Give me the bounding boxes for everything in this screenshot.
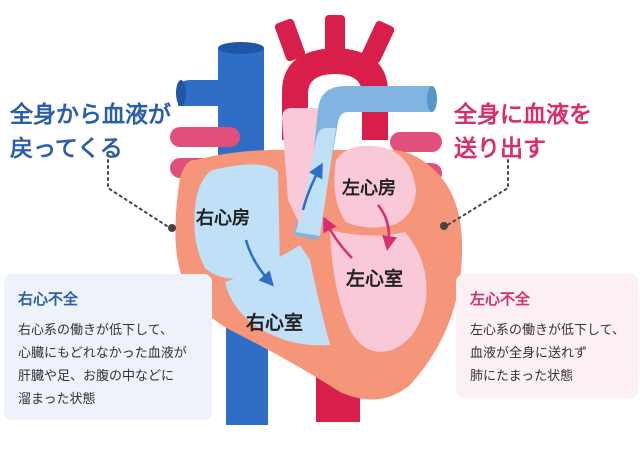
leader-left bbox=[107, 159, 176, 232]
arrow-la-to-lv bbox=[377, 204, 397, 251]
right-heart-failure-title: 右心不全 bbox=[18, 290, 79, 308]
callout-left-line1: 全身から血液が bbox=[10, 102, 171, 128]
right-failure-line: 右心系の働きが低下して、 bbox=[18, 323, 173, 338]
left-heart-failure-title: 左心不全 bbox=[470, 290, 531, 308]
right-atrium-label: 右心房 bbox=[196, 208, 250, 229]
arrow-ra-to-rv bbox=[244, 239, 275, 287]
leader-right bbox=[440, 159, 509, 230]
left-failure-line: 左心系の働きが低下して、 bbox=[470, 323, 625, 338]
callout-return-blood: 全身から血液が 戻ってくる bbox=[10, 98, 171, 166]
callout-right-line1: 全身に血液を bbox=[454, 102, 592, 128]
left-atrium-chamber bbox=[334, 145, 416, 228]
ascending-aorta-inner bbox=[282, 108, 318, 225]
left-heart-failure-text: 左心系の働きが低下して、 血液が全身に送れず 肺にたまった状態 bbox=[470, 319, 625, 388]
left-failure-line: 肺にたまった状態 bbox=[470, 369, 574, 384]
arrow-rv-to-pa bbox=[301, 162, 323, 211]
right-ventricle-chamber bbox=[225, 245, 330, 346]
left-ventricle-label: 左心室 bbox=[346, 268, 404, 290]
left-atrium-label: 左心房 bbox=[342, 178, 396, 199]
pulmonary-trunk bbox=[294, 86, 432, 240]
left-failure-line: 血液が全身に送れず bbox=[470, 346, 588, 361]
right-heart-failure-text: 右心系の働きが低下して、 心臓にもどれなかった血液が 肝臓や足、お腹の中などに … bbox=[18, 319, 198, 411]
right-failure-line: 心臓にもどれなかった血液が bbox=[18, 346, 187, 361]
left-ventricle-chamber bbox=[330, 230, 427, 352]
left-heart-failure-card: 左心不全 左心系の働きが低下して、 血液が全身に送れず 肺にたまった状態 bbox=[456, 274, 638, 398]
right-failure-line: 溜まった状態 bbox=[18, 392, 96, 407]
arrow-lv-to-aorta bbox=[323, 216, 353, 259]
pulmonary-trunk-inner bbox=[296, 128, 336, 236]
pulmonary-artery-left-end bbox=[176, 80, 186, 106]
callout-right-line2: 送り出す bbox=[454, 136, 546, 162]
right-ventricle-label: 右心室 bbox=[246, 312, 304, 334]
callout-pump-blood: 全身に血液を 送り出す bbox=[454, 98, 592, 166]
pulmonary-trunk-end bbox=[427, 86, 437, 112]
right-failure-line: 肝臓や足、お腹の中などに bbox=[18, 369, 175, 384]
right-atrium-chamber bbox=[194, 164, 280, 279]
pulmonary-artery-left bbox=[178, 80, 262, 106]
aorta bbox=[274, 15, 395, 422]
callout-left-line2: 戻ってくる bbox=[10, 136, 123, 162]
right-heart-failure-card: 右心不全 右心系の働きが低下して、 心臓にもどれなかった血液が 肝臓や足、お腹の… bbox=[4, 274, 212, 420]
